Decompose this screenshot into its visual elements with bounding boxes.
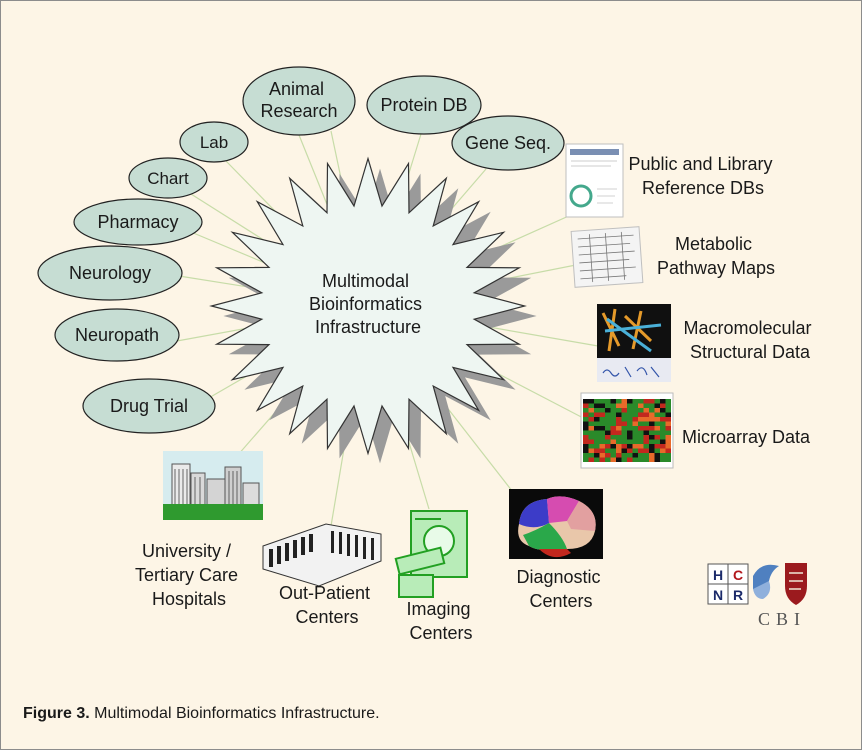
node-label: Pharmacy — [97, 212, 178, 232]
source-label-line: Structural Data — [690, 342, 811, 362]
source-label-line: Reference DBs — [642, 178, 764, 198]
svg-text:Neurology: Neurology — [69, 263, 151, 283]
source-label-line: Microarray Data — [682, 427, 811, 447]
caption-label: Figure 3. — [23, 705, 90, 722]
source-label-line: Metabolic — [675, 234, 752, 254]
source-label-line: University / — [142, 541, 231, 561]
svg-text:Animal Research: Animal Research — [260, 79, 337, 121]
reference-db-thumbnail — [565, 143, 624, 218]
hospital-buildings-picture — [163, 451, 263, 520]
node-lab: Lab — [179, 121, 249, 163]
hub-label-line: Bioinformatics — [309, 294, 422, 314]
source-label-imaging: Imaging Centers — [406, 599, 475, 643]
svg-text:Gene Seq.: Gene Seq. — [465, 133, 551, 153]
source-label-microarray: Microarray Data — [682, 427, 811, 447]
source-label-line: Tertiary Care — [135, 565, 238, 585]
svg-text:Drug Trial: Drug Trial — [110, 396, 188, 416]
imaging-scanner-picture — [394, 510, 468, 598]
source-label-line: Public and Library — [628, 154, 772, 174]
node-protein-db: Protein DB — [366, 75, 482, 135]
source-label-macromolecular: Macromolecular Structural Data — [683, 318, 816, 362]
node-neurology: Neurology — [37, 245, 183, 301]
pathway-map-thumbnail — [570, 226, 644, 288]
node-pharmacy: Pharmacy — [73, 198, 203, 246]
source-label-line: Pathway Maps — [657, 258, 775, 278]
node-label: Drug Trial — [110, 396, 188, 416]
source-label-line: Diagnostic — [516, 567, 600, 587]
source-label-line: Centers — [529, 591, 592, 611]
node-label: Gene Seq. — [465, 133, 551, 153]
logo-letter: N — [713, 587, 723, 603]
node-label: Lab — [200, 133, 228, 152]
svg-text:Pharmacy: Pharmacy — [97, 212, 178, 232]
source-label-line: Out-Patient — [279, 583, 370, 603]
node-label: Chart — [147, 169, 189, 188]
logo-letter: H — [713, 567, 723, 583]
outpatient-building-picture — [262, 523, 382, 587]
hcnr-cbi-logo: H C N R CBI — [707, 563, 807, 629]
hub-starburst — [209, 156, 527, 456]
node-neuropath: Neuropath — [54, 308, 180, 362]
svg-text:Chart: Chart — [147, 169, 189, 188]
logo-letter: C — [733, 567, 743, 583]
figure-caption: Figure 3. Multimodal Bioinformatics Infr… — [23, 705, 380, 723]
svg-text:Neuropath: Neuropath — [75, 325, 159, 345]
macromolecule-thumbnail — [597, 304, 671, 382]
source-label-line: Centers — [409, 623, 472, 643]
node-label: Research — [260, 101, 337, 121]
caption-text: Multimodal Bioinformatics Infrastructure… — [89, 705, 380, 722]
node-label: Protein DB — [380, 95, 467, 115]
brain-picture — [509, 489, 603, 559]
hub-label: Multimodal Bioinformatics Infrastructure — [309, 271, 427, 337]
svg-text:Lab: Lab — [200, 133, 228, 152]
microarray-thumbnail — [580, 392, 674, 469]
source-label-metabolic: Metabolic Pathway Maps — [657, 234, 775, 278]
node-animal-research: Animal Research — [242, 66, 356, 136]
source-label-outpatient: Out-Patient Centers — [279, 583, 375, 627]
source-label-university: University / Tertiary Care Hospitals — [135, 541, 243, 609]
node-drug-trial: Drug Trial — [82, 378, 216, 434]
node-label: Animal — [269, 79, 324, 99]
infrastructure-diagram: Multimodal Bioinformatics Infrastructure… — [37, 66, 816, 643]
source-label-public-library: Public and Library Reference DBs — [628, 154, 777, 198]
hub-label-line: Infrastructure — [315, 317, 421, 337]
source-label-line: Macromolecular — [683, 318, 811, 338]
node-label: Neuropath — [75, 325, 159, 345]
source-label-diagnostic: Diagnostic Centers — [516, 567, 605, 611]
node-label: Neurology — [69, 263, 151, 283]
logo-letter: R — [733, 587, 743, 603]
source-label-line: Centers — [295, 607, 358, 627]
hub-label-line: Multimodal — [322, 271, 409, 291]
source-label-line: Imaging — [406, 599, 470, 619]
node-chart: Chart — [128, 157, 208, 199]
svg-text:Protein DB: Protein DB — [380, 95, 467, 115]
node-gene-seq: Gene Seq. — [451, 115, 565, 171]
logo-cbi-text: CBI — [758, 609, 806, 629]
source-label-line: Hospitals — [152, 589, 226, 609]
